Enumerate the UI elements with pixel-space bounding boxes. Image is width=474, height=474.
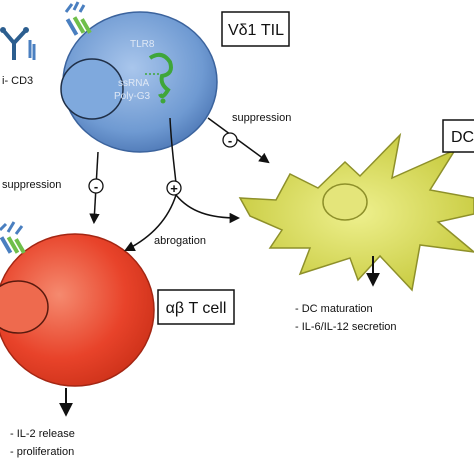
til-receptor-icon — [64, 1, 92, 36]
ab-tcell-box — [157, 289, 235, 325]
dc-box — [442, 119, 474, 153]
svg-text:-: - — [94, 179, 98, 194]
suppression-label-left: suppression — [2, 179, 61, 191]
tcell-outcome-1: - IL-2 release — [10, 428, 75, 440]
abrogation-arrow-to-dc — [175, 194, 241, 224]
vd1-til-box — [221, 11, 290, 47]
ab-tcell — [0, 221, 155, 387]
dc-outcome-2: - IL-6/IL-12 secretion — [295, 321, 397, 333]
suppression-label-top: suppression — [232, 112, 291, 124]
dc-cell — [238, 132, 474, 292]
svg-text:+: + — [170, 181, 178, 196]
polyg3-label: Poly-G3 — [114, 91, 151, 102]
tcell-receptor-icon — [0, 221, 26, 254]
dc-outcome-1: - DC maturation — [295, 303, 373, 315]
til-nucleus — [60, 58, 124, 120]
tcell-nucleus — [0, 280, 49, 334]
vd1-til-label: Vδ1 TIL — [228, 22, 284, 39]
abrogation-label: abrogation — [154, 235, 206, 247]
dc-nucleus — [322, 183, 368, 221]
minus-sign-icon — [88, 178, 104, 194]
minus-sign-icon — [222, 132, 238, 148]
dc-label: DC — [451, 129, 474, 146]
anti-cd3-label: i- CD3 — [2, 75, 33, 87]
vd1-til-cell — [60, 1, 218, 153]
ssrna-icon — [148, 52, 173, 99]
ssrna-label: ssRNA — [118, 78, 149, 89]
ab-tcell-label: αβ T cell — [166, 300, 227, 317]
svg-text:-: - — [228, 133, 232, 148]
tcell-outcome-2: - proliferation — [10, 446, 74, 458]
anti-cd3-antibody-icon — [0, 27, 36, 60]
abrogation-arrow-to-tcell — [124, 194, 177, 251]
plus-sign-icon — [166, 180, 182, 196]
suppression-arrow-to-dc — [207, 117, 270, 164]
tlr8-label: TLR8 — [130, 39, 155, 50]
